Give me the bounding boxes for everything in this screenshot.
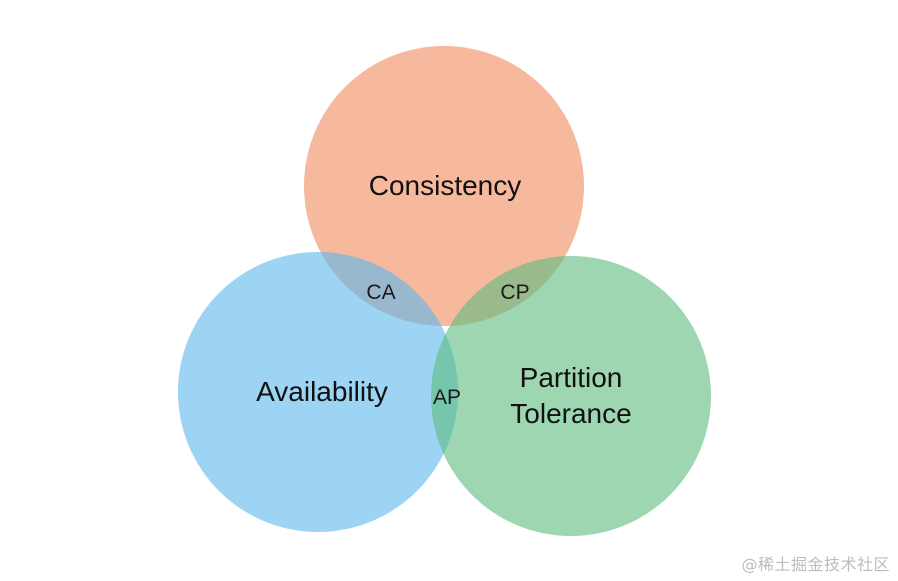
partition-label-line2: Tolerance — [510, 398, 631, 429]
watermark: @稀土掘金技术社区 — [741, 555, 890, 574]
partition-tolerance-circle — [431, 256, 711, 536]
partition-label-line1: Partition — [520, 362, 623, 393]
availability-label: Availability — [256, 376, 388, 407]
availability-circle — [178, 252, 458, 532]
consistency-circle — [304, 46, 584, 326]
ap-intersection-label: AP — [433, 386, 461, 409]
cp-intersection-label: CP — [500, 281, 529, 304]
ca-intersection-label: CA — [366, 281, 395, 304]
consistency-label: Consistency — [369, 170, 522, 201]
